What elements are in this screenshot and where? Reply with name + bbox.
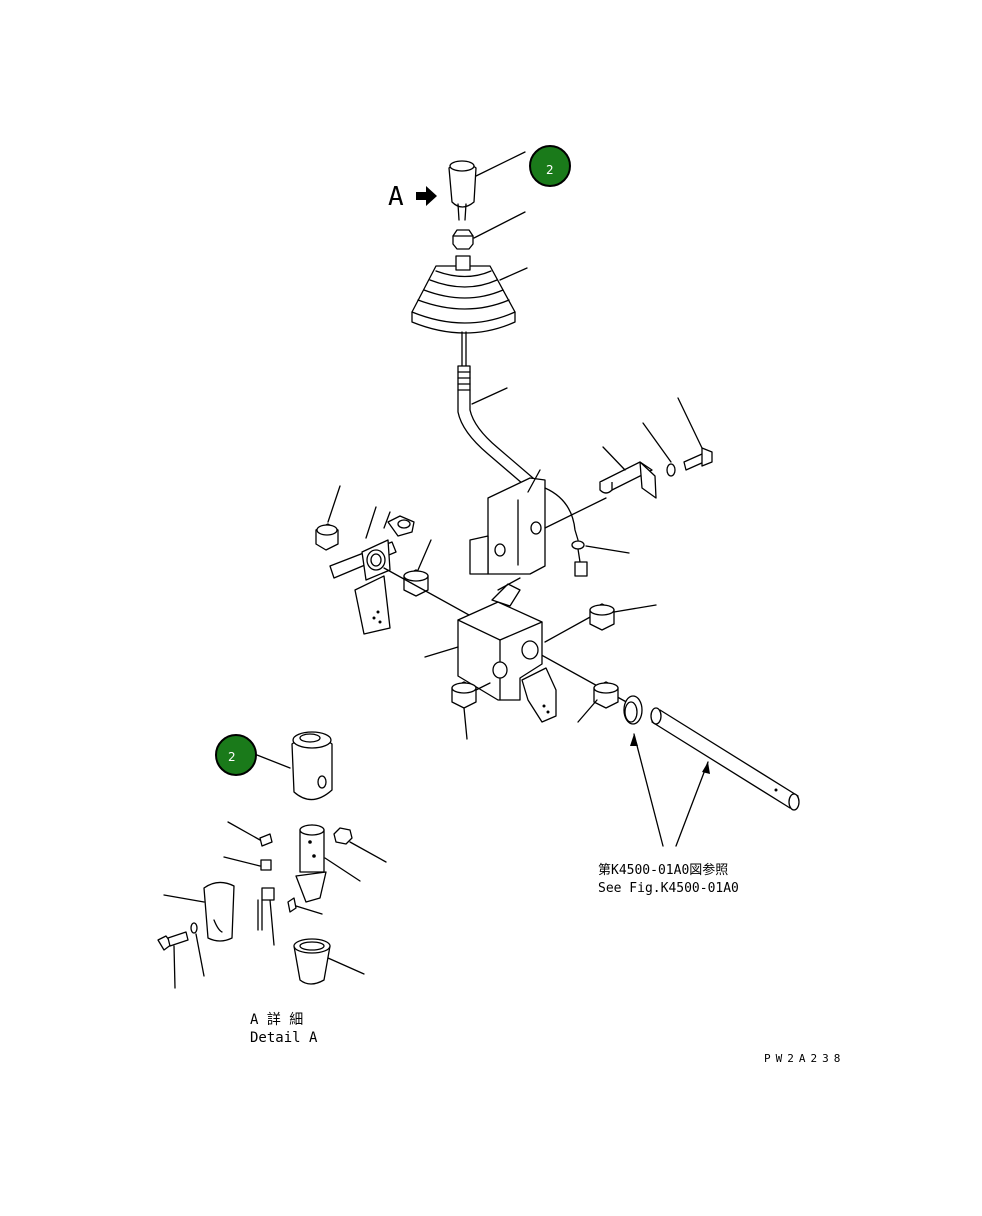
cover-shell bbox=[203, 881, 235, 942]
nut-upper bbox=[452, 229, 474, 250]
detail-caption-en: Detail A bbox=[250, 1030, 318, 1046]
callout-badge-lower[interactable]: 2 bbox=[215, 734, 257, 776]
washer-right bbox=[666, 463, 676, 477]
detail-caption-jp: A 詳 細 bbox=[250, 1012, 303, 1028]
lever-arm-left bbox=[329, 515, 415, 635]
reference-note-en: See Fig.K4500-01A0 bbox=[598, 881, 739, 896]
rubber-boot bbox=[411, 255, 516, 334]
main-housing-block bbox=[457, 577, 557, 723]
long-shaft bbox=[650, 707, 800, 811]
spring-clip bbox=[259, 833, 273, 847]
bushing-lower-right bbox=[593, 681, 619, 709]
svg-text:2: 2 bbox=[546, 163, 554, 177]
shift-lever-rod bbox=[457, 331, 541, 491]
sensor-connector bbox=[571, 540, 588, 577]
knob-detail bbox=[291, 731, 333, 801]
contact-switch bbox=[257, 887, 297, 931]
view-a-arrow-icon bbox=[416, 186, 437, 206]
lever-bracket bbox=[469, 469, 546, 575]
bushing-right-upper bbox=[589, 603, 615, 631]
svg-text:2: 2 bbox=[228, 750, 236, 764]
drawing-code: PW2A238 bbox=[764, 1052, 845, 1065]
grip-insert bbox=[295, 824, 327, 903]
nut-detail bbox=[333, 827, 353, 845]
bolt-right bbox=[683, 447, 713, 471]
view-a-label: A bbox=[388, 182, 404, 212]
lever-knob-upper bbox=[448, 160, 477, 221]
reference-note-jp: 第K4500-01A0図参照 bbox=[598, 862, 728, 878]
bushing-left-upper bbox=[315, 523, 339, 551]
ring-washer bbox=[623, 695, 643, 725]
bushing-lower-left bbox=[451, 681, 477, 709]
callout-badge-upper[interactable]: 2 bbox=[529, 145, 571, 187]
rubber-cap bbox=[293, 938, 331, 985]
small-spacer bbox=[260, 859, 272, 871]
bolt-detail bbox=[157, 922, 198, 951]
bushing-left-mid bbox=[403, 569, 429, 597]
pivot-pin bbox=[599, 461, 657, 499]
